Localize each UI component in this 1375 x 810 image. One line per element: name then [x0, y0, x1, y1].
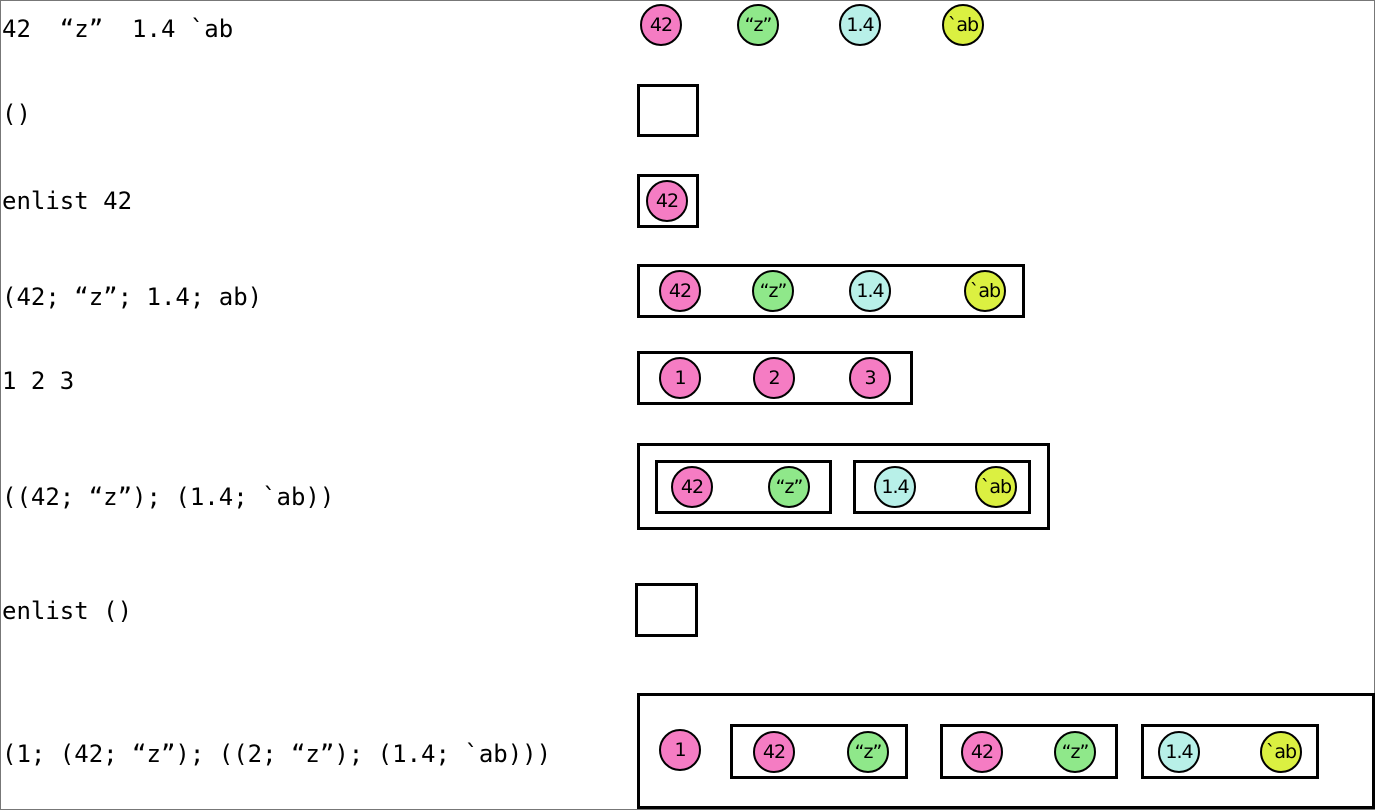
atom-long: 3: [849, 357, 891, 399]
atom-char: “z”: [1054, 731, 1096, 773]
expression-empty-list: (): [2, 100, 31, 128]
atom-float: 1.4: [839, 4, 881, 46]
expression-nested-list: ((42; “z”); (1.4; `ab)): [2, 483, 335, 511]
empty-list-box: [637, 84, 699, 137]
atom-char: “z”: [847, 731, 889, 773]
atom-long: 42: [659, 270, 701, 312]
expression-deep-nested-list: (1; (42; “z”); ((2; “z”); (1.4; `ab))): [2, 740, 552, 768]
atom-long: 42: [646, 180, 688, 222]
atom-float: 1.4: [1158, 731, 1200, 773]
atom-long: 42: [753, 731, 795, 773]
expression-simple-list: 1 2 3: [2, 367, 75, 395]
enlist-empty-box: [635, 583, 698, 637]
atom-float: 1.4: [874, 466, 916, 508]
atom-long: 1: [659, 357, 701, 399]
atom-long: 2: [753, 357, 795, 399]
atom-char: “z”: [737, 4, 779, 46]
expression-general-list: (42; “z”; 1.4; ab): [2, 283, 263, 311]
atom-long: 42: [961, 731, 1003, 773]
atom-symbol: `ab: [942, 4, 984, 46]
atom-symbol: `ab: [975, 466, 1017, 508]
atom-long: 42: [671, 466, 713, 508]
atom-char: “z”: [752, 270, 794, 312]
general-list-box: [637, 264, 1025, 318]
atom-symbol: `ab: [1260, 731, 1302, 773]
expression-enlist-42: enlist 42: [2, 187, 133, 215]
atom-long: 1: [659, 729, 701, 771]
expression-enlist-empty: enlist (): [2, 597, 133, 625]
atom-float: 1.4: [849, 270, 891, 312]
expression-atoms: 42 “z” 1.4 `ab: [2, 15, 234, 43]
atom-symbol: `ab: [964, 270, 1006, 312]
atom-long: 42: [640, 4, 682, 46]
atom-char: “z”: [768, 466, 810, 508]
